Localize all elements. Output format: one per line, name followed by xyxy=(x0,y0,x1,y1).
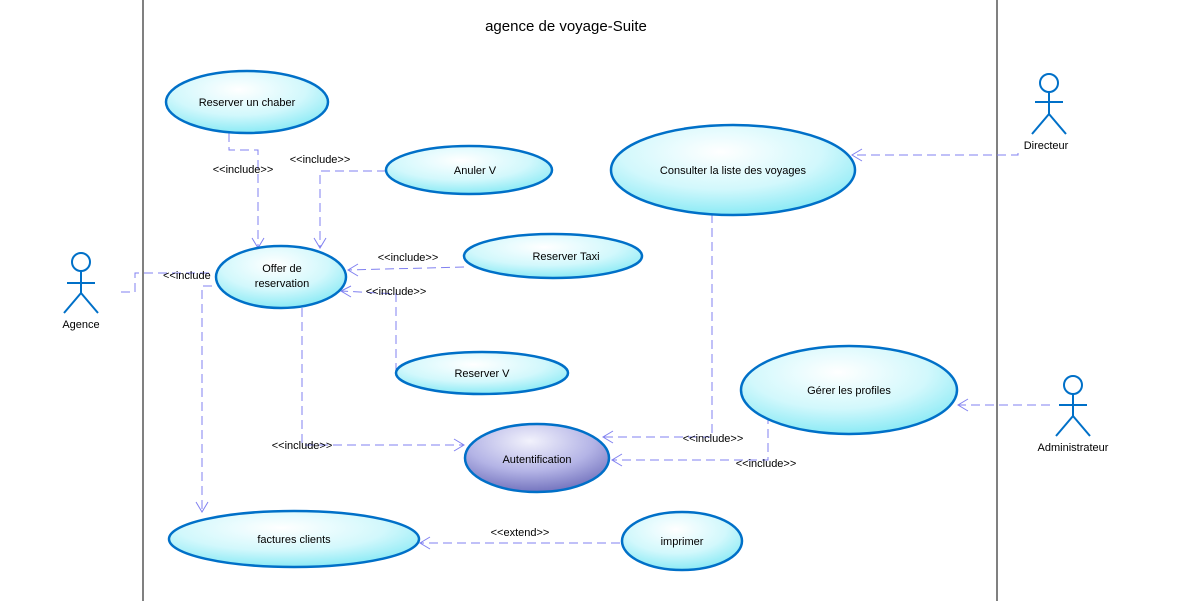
actor-directeur-icon xyxy=(1031,73,1067,135)
use-case-gerer-profiles[interactable]: Gérer les profiles xyxy=(739,344,959,436)
use-case-reserver-taxi[interactable]: Reserver Taxi xyxy=(462,232,644,280)
use-case-offer-reservation[interactable]: Offer de reservation xyxy=(214,244,348,310)
use-case-consulter-voyages[interactable]: Consulter la liste des voyages xyxy=(609,123,857,217)
offer-factures-arrowhead xyxy=(195,501,209,513)
actor-agence-label: Agence xyxy=(62,319,99,331)
offer-factures-line xyxy=(201,285,212,512)
extend-imprimer-label: <<extend>> xyxy=(491,527,550,539)
actor-agence-icon xyxy=(63,252,99,314)
include-reserver-v-line xyxy=(340,290,397,372)
actor-agence[interactable]: Agence xyxy=(62,252,100,331)
svg-text:reservation: reservation xyxy=(255,278,309,290)
include-reserver-v-label: <<include>> xyxy=(366,286,427,298)
extend-imprimer-arrowhead xyxy=(419,536,431,550)
directeur-association-line xyxy=(852,153,1019,156)
include-chambre-label: <<include>> xyxy=(213,164,274,176)
include-agence-label: <<include xyxy=(163,270,211,282)
svg-text:factures clients: factures clients xyxy=(257,534,331,546)
include-auth-offer-label: <<include>> xyxy=(272,440,333,452)
actor-directeur-label: Directeur xyxy=(1024,140,1069,152)
actor-administrateur-label: Administrateur xyxy=(1038,442,1109,454)
connectors xyxy=(121,133,1050,550)
include-auth-gerer-label: <<include>> xyxy=(736,458,797,470)
include-taxi-label: <<include>> xyxy=(378,252,439,264)
actor-administrateur-icon xyxy=(1055,375,1091,437)
agence-association-line xyxy=(121,272,214,293)
include-auth-consulter-label: <<include>> xyxy=(683,433,744,445)
include-anuler-arrowhead xyxy=(313,237,327,249)
administrateur-arrowhead xyxy=(957,398,969,412)
use-case-reserver-chambre[interactable]: Reserver un chaber xyxy=(164,69,330,135)
actor-directeur[interactable]: Directeur xyxy=(1024,73,1069,152)
include-auth-gerer-arrowhead xyxy=(611,453,623,467)
include-taxi-line xyxy=(347,266,465,271)
svg-text:imprimer: imprimer xyxy=(661,536,704,548)
directeur-arrowhead xyxy=(851,148,863,162)
include-auth-consulter-line xyxy=(603,214,713,438)
svg-text:Offer de: Offer de xyxy=(262,263,302,275)
use-case-imprimer[interactable]: imprimer xyxy=(620,510,744,572)
system-title: agence de voyage-Suite xyxy=(485,18,647,35)
include-auth-offer-line xyxy=(301,308,464,446)
include-auth-consulter-arrowhead xyxy=(602,430,614,444)
svg-text:Consulter la liste des voyages: Consulter la liste des voyages xyxy=(660,165,807,177)
use-case-reserver-v[interactable]: Reserver V xyxy=(394,350,570,396)
include-taxi-arrowhead xyxy=(347,263,359,277)
include-anuler-label: <<include>> xyxy=(290,154,351,166)
include-auth-offer-arrowhead xyxy=(453,438,465,452)
svg-text:Gérer les profiles: Gérer les profiles xyxy=(807,385,891,397)
svg-text:Reserver Taxi: Reserver Taxi xyxy=(532,251,599,263)
system-boundary: agence de voyage-Suite xyxy=(142,0,998,601)
svg-text:Reserver un chaber: Reserver un chaber xyxy=(199,97,296,109)
svg-text:Anuler V: Anuler V xyxy=(454,165,497,177)
svg-text:Reserver V: Reserver V xyxy=(454,368,510,380)
relation-labels: <<include>> <<include>> <<include <<incl… xyxy=(163,154,796,539)
svg-text:Autentification: Autentification xyxy=(502,454,571,466)
actor-administrateur[interactable]: Administrateur xyxy=(1038,375,1109,454)
include-auth-gerer-line xyxy=(612,415,769,461)
include-anuler-line xyxy=(319,170,386,248)
use-case-anuler-v[interactable]: Anuler V xyxy=(384,144,554,196)
use-case-autentification[interactable]: Autentification xyxy=(463,422,611,494)
use-case-factures-clients[interactable]: factures clients xyxy=(167,509,421,569)
include-chambre-line xyxy=(228,133,259,248)
